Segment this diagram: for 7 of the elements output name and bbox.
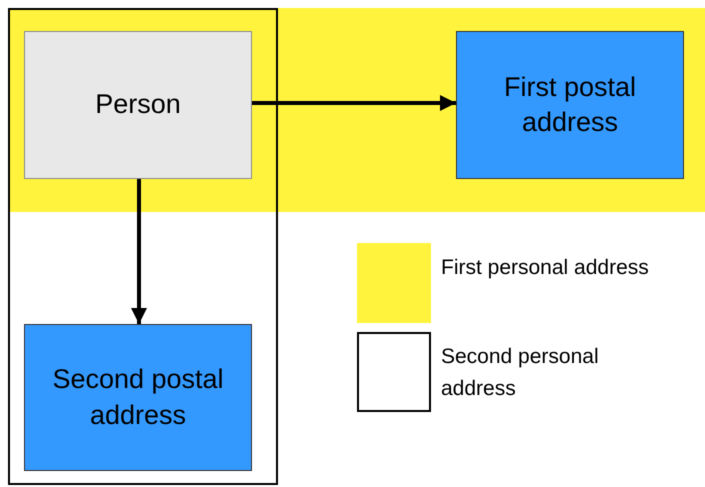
arrow — [252, 95, 456, 111]
entity-box: First postal address — [456, 31, 684, 179]
entity-box: Person — [24, 31, 252, 179]
entity-box: Second postal address — [24, 324, 252, 471]
legend-label: First personal address — [441, 255, 650, 281]
legend-label: Second personal address — [441, 344, 600, 402]
arrow — [131, 179, 147, 324]
